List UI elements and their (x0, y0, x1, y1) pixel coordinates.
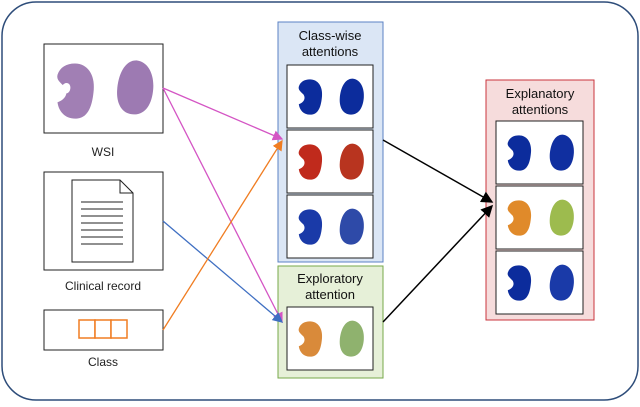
classwise-attention-map-1 (286, 64, 374, 129)
classwise-title-line1: Class-wise (299, 28, 362, 43)
arrow-classwise-to-explanatory (382, 139, 494, 203)
exploratory-attention-map (286, 306, 374, 371)
explanatory-title-line2: attentions (512, 102, 569, 117)
wsi-slide-icon (57, 60, 154, 119)
arrow-exploratory-to-explanatory (382, 204, 494, 323)
arrow-class-to-classwise (162, 139, 283, 331)
exploratory-title-line2: attention (305, 287, 355, 302)
explanatory-attention-map-2 (495, 185, 584, 250)
classwise-attention-map-2 (286, 129, 374, 194)
explanatory-attention-map-1 (495, 120, 584, 185)
classwise-title-line2: attentions (302, 44, 359, 59)
exploratory-title-line1: Exploratory (297, 271, 363, 286)
class-label: Class (88, 355, 118, 369)
clinical-record-label: Clinical record (65, 279, 141, 293)
document-icon (71, 179, 134, 263)
arrow-wsi-to-classwise (162, 87, 284, 141)
class-vector-icon (78, 319, 128, 339)
explanatory-title-line1: Explanatory (506, 86, 575, 101)
wsi-input (43, 43, 164, 134)
arrow-wsi-to-exploratory (162, 87, 283, 324)
classwise-attention-map-3 (286, 194, 374, 259)
wsi-label: WSI (92, 145, 115, 159)
arrow-clinical-to-exploratory (162, 220, 283, 323)
explanatory-attention-map-3 (495, 250, 584, 315)
